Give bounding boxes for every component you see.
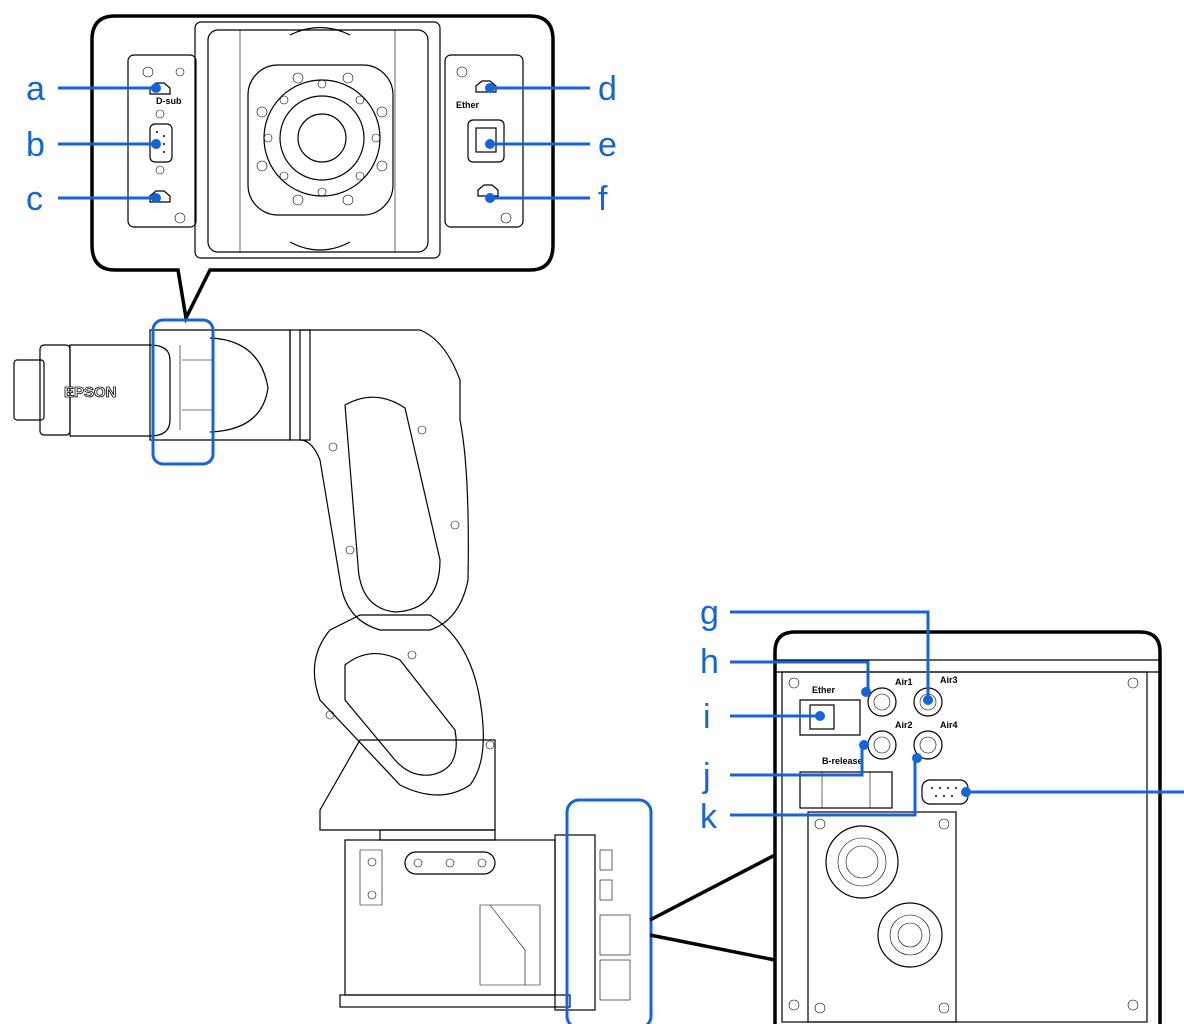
robot-arm: EPSON xyxy=(13,329,631,1011)
hex-nut-c-icon xyxy=(149,190,171,203)
bottom-ether-label: Ether xyxy=(812,685,836,695)
wrist-highlight-box xyxy=(151,318,215,466)
label-a: a xyxy=(26,70,45,108)
hex-nut-f-icon xyxy=(477,184,499,197)
air2-fitting-icon xyxy=(867,730,897,760)
air3-label: Air3 xyxy=(940,675,958,685)
label-b: b xyxy=(26,126,45,164)
bottom-callout-panel: Ether Air1 Air3 Air2 Air4 B-release xyxy=(773,630,1162,1024)
air1-fitting-icon xyxy=(867,687,897,717)
label-k: k xyxy=(700,798,718,836)
hex-nut-d-icon xyxy=(475,80,497,93)
bottom-leaders xyxy=(730,610,1184,817)
air4-label: Air4 xyxy=(940,720,958,730)
label-d: d xyxy=(598,70,617,108)
ethernet-port-top-icon xyxy=(467,119,505,163)
brand-logo: EPSON xyxy=(64,384,117,401)
dsub-label: D-sub xyxy=(156,96,182,106)
cable-gland-small-icon xyxy=(877,902,943,968)
label-i: i xyxy=(703,698,711,736)
air4-fitting-icon xyxy=(913,730,943,760)
label-j: j xyxy=(702,757,711,795)
air2-label: Air2 xyxy=(895,720,913,730)
top-ether-label: Ether xyxy=(456,100,480,110)
top-callout-panel: D-sub Ether xyxy=(90,14,555,324)
label-e: e xyxy=(598,126,617,164)
base-highlight-box xyxy=(565,798,653,1024)
label-g: g xyxy=(700,594,719,632)
top-leaders xyxy=(58,83,590,203)
label-c: c xyxy=(26,180,43,218)
air1-label: Air1 xyxy=(895,677,913,687)
brelease-label: B-release xyxy=(822,756,863,766)
label-h: h xyxy=(700,643,719,681)
cable-gland-large-icon xyxy=(825,825,899,899)
flange-outer-icon xyxy=(263,79,381,197)
label-f: f xyxy=(598,180,608,218)
